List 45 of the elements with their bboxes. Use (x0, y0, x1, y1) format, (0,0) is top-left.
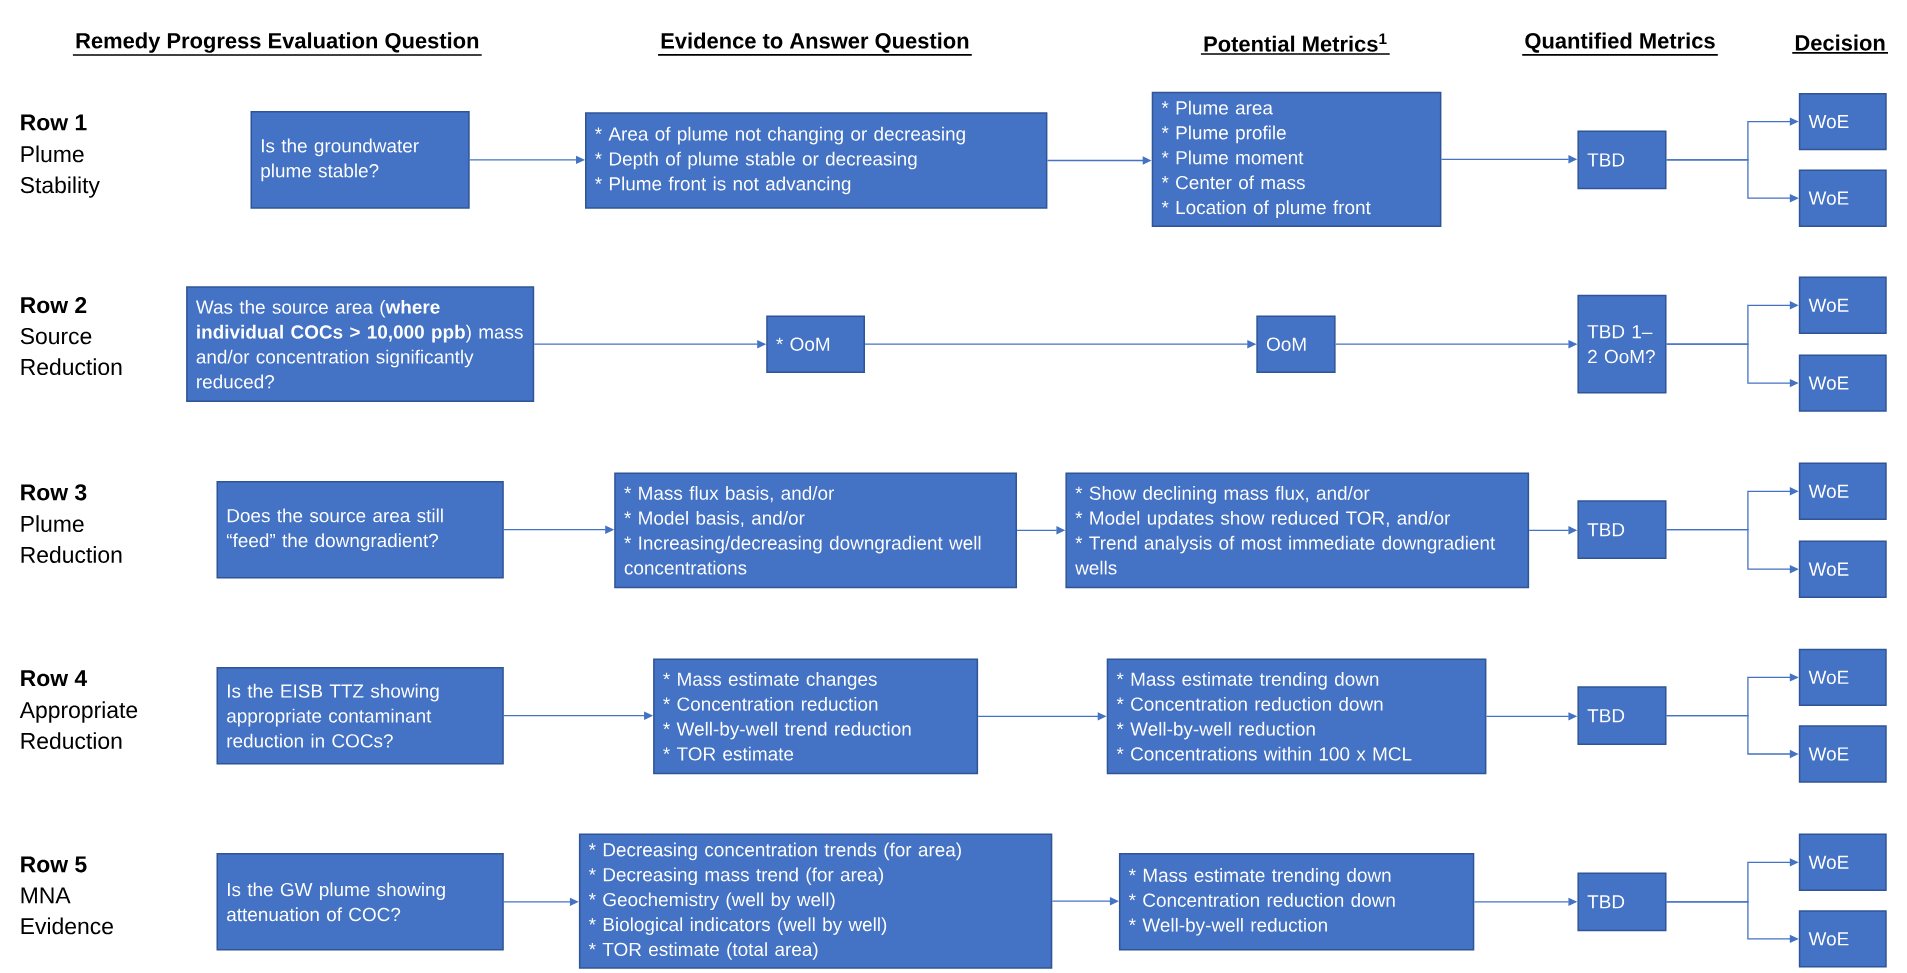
process-box: WoE (1798, 910, 1887, 968)
column-header: Quantified Metrics (1525, 32, 1715, 53)
process-box: * OoM (766, 315, 865, 373)
column-header: Evidence to Answer Question (661, 32, 969, 53)
process-box: WoE (1798, 725, 1887, 783)
column-header: Decision (1795, 34, 1885, 51)
process-box: WoE (1798, 540, 1887, 598)
process-box: Was the source area (where individual COCs > 10,000 ppb) mass and/or concentration significantly reduced? (186, 286, 535, 403)
process-box: Does the source area still “feed” the downgradient? (216, 480, 504, 579)
process-box: TBD (1577, 686, 1667, 746)
process-box: WoE (1798, 354, 1887, 412)
row-title: MNA Evidence (21, 887, 113, 935)
process-box: * Decreasing concentration trends (for area) * Decreasing mass trend (for area) * Geochemistry (well by well) * Biological indicators (well by well) * TOR estimate (total area) (578, 833, 1053, 969)
process-box: * Mass estimate changes * Concentration reduction * Well-by-well trend reduction * TOR estimate (653, 658, 979, 775)
process-box: TBD (1577, 500, 1667, 560)
row-title: Plume Stability (20, 145, 100, 198)
process-box: * Area of plume not changing or decreasing * Depth of plume stable or decreasing * Plume front is not advancing (585, 112, 1048, 209)
process-box: Is the GW plume showing attenuation of COC? (216, 853, 504, 951)
row-title: Source Reduction (20, 328, 122, 376)
row-number: Row 2 (21, 297, 87, 314)
process-box: WoE (1798, 169, 1887, 227)
process-box: WoE (1798, 648, 1887, 707)
process-box: Is the groundwater plume stable? (250, 111, 470, 209)
process-box: WoE (1798, 833, 1887, 891)
row-title: Appropriate Reduction (19, 701, 138, 749)
column-header: Remedy Progress Evaluation Question (76, 32, 479, 53)
process-box: TBD (1577, 130, 1667, 190)
process-box: WoE (1798, 276, 1887, 334)
column-header: Potential Metrics$^{1}$ (1204, 33, 1387, 52)
row-title: Plume Reduction (21, 515, 122, 563)
process-box: * Plume area * Plume profile * Plume moment * Center of mass * Location of plume front (1151, 91, 1442, 227)
process-box: Is the EISB TTZ showing appropriate contaminant reduction in COCs? (216, 666, 504, 765)
process-box: WoE (1798, 92, 1887, 151)
process-box: * Mass estimate trending down * Concentration reduction down * Well-by-well reduction * Concentrations within 100 x MCL (1106, 658, 1487, 775)
row-number: Row 5 (21, 856, 87, 873)
process-box: TBD 1–2 OoM? (1577, 294, 1667, 394)
process-box: WoE (1798, 462, 1887, 520)
row-number: Row 3 (21, 484, 87, 501)
process-box: * Mass flux basis, and/or * Model basis, and/or * Increasing/decreasing downgradient well concentrations (614, 472, 1017, 589)
process-box: TBD (1577, 872, 1667, 932)
row-number: Row 4 (21, 670, 88, 687)
process-box: OoM (1256, 315, 1336, 373)
process-box: * Mass estimate trending down * Concentration reduction down * Well-by-well reduction (1118, 853, 1475, 951)
row-number: Row 1 (21, 114, 87, 131)
process-box: * Show declining mass flux, and/or * Model updates show reduced TOR, and/or * Trend analysis of most immediate downgradient wells (1065, 472, 1530, 589)
